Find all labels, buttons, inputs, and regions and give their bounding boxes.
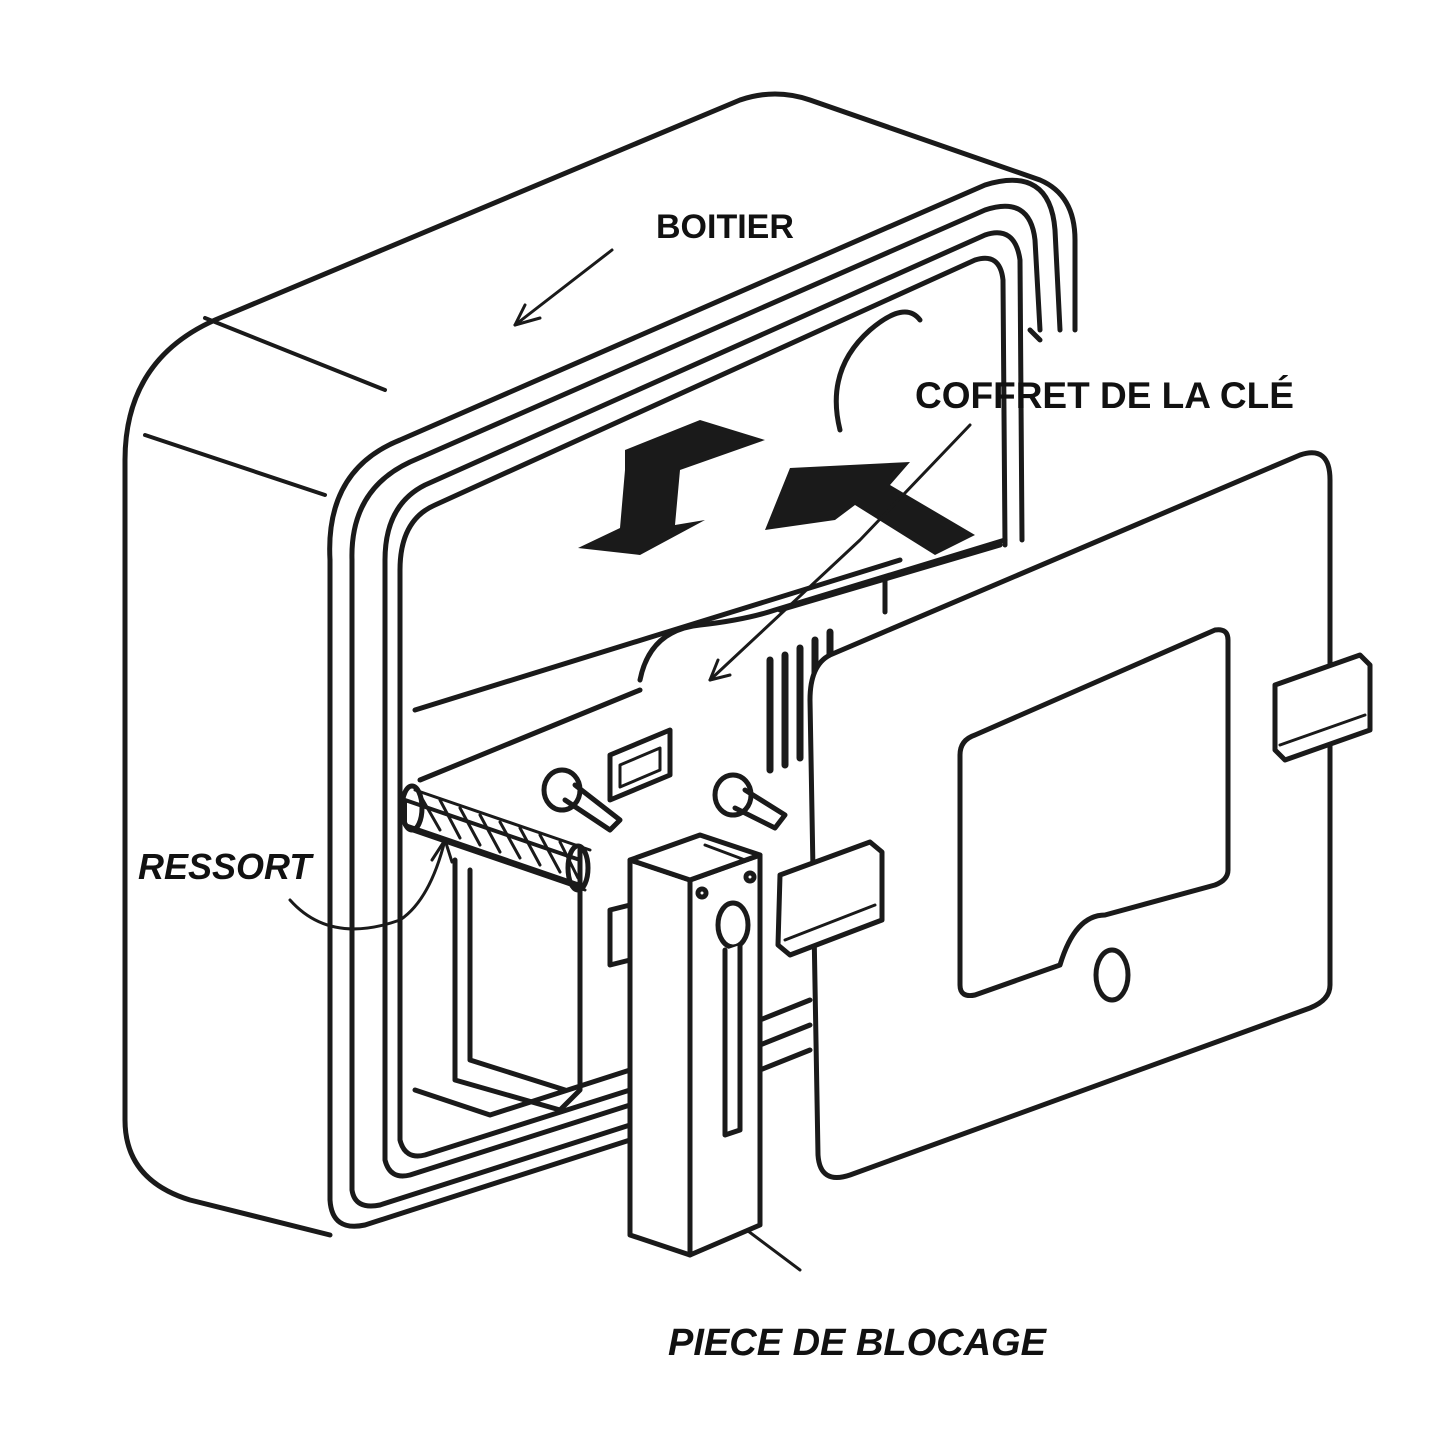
label-ressort: RESSORT bbox=[138, 846, 312, 887]
down-arrow-icon bbox=[578, 420, 765, 555]
spring-ressort bbox=[399, 783, 592, 893]
housing-boitier bbox=[122, 91, 1078, 1238]
label-boitier: BOITIER bbox=[656, 208, 794, 246]
blocking-piece bbox=[627, 832, 763, 1258]
pointer-arrows bbox=[288, 248, 972, 1272]
label-piece-de-blocage: PIECE DE BLOCAGE bbox=[668, 1322, 1046, 1364]
up-arrow-icon bbox=[765, 462, 975, 555]
label-coffret: COFFRET DE LA CLÉ bbox=[915, 375, 1294, 416]
cover-coffret bbox=[775, 450, 1373, 1180]
movement-arrows bbox=[578, 420, 975, 555]
